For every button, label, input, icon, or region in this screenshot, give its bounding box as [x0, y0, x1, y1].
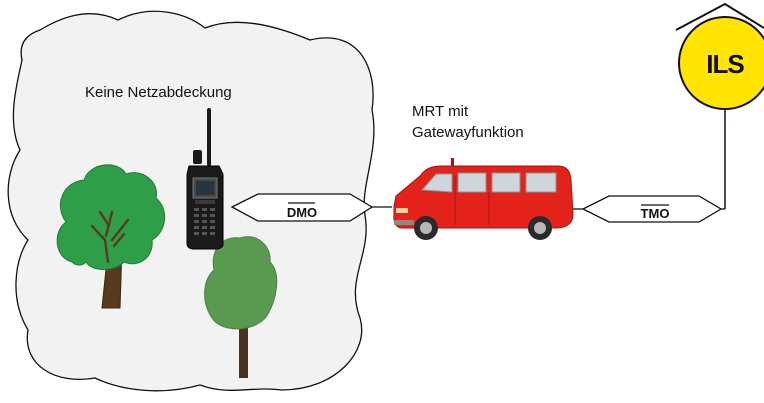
- handheld-radio-icon: [186, 108, 224, 250]
- no-coverage-label: Keine Netzabdeckung: [85, 84, 232, 101]
- vehicle-label-line2: Gatewayfunktion: [412, 124, 524, 141]
- tmo-label: TMO: [641, 206, 670, 221]
- tree-light-icon: [204, 236, 278, 378]
- vehicle-label-line1: MRT mit: [412, 103, 469, 120]
- tmo-link: TMO: [573, 195, 725, 223]
- dmo-link: DMO: [230, 193, 392, 222]
- dmo-label: DMO: [287, 205, 317, 220]
- vehicle-van-icon: [393, 158, 574, 240]
- ils-control-center: ILS: [675, 2, 764, 209]
- ils-label: ILS: [706, 49, 744, 79]
- tree-dark-icon: [56, 164, 166, 309]
